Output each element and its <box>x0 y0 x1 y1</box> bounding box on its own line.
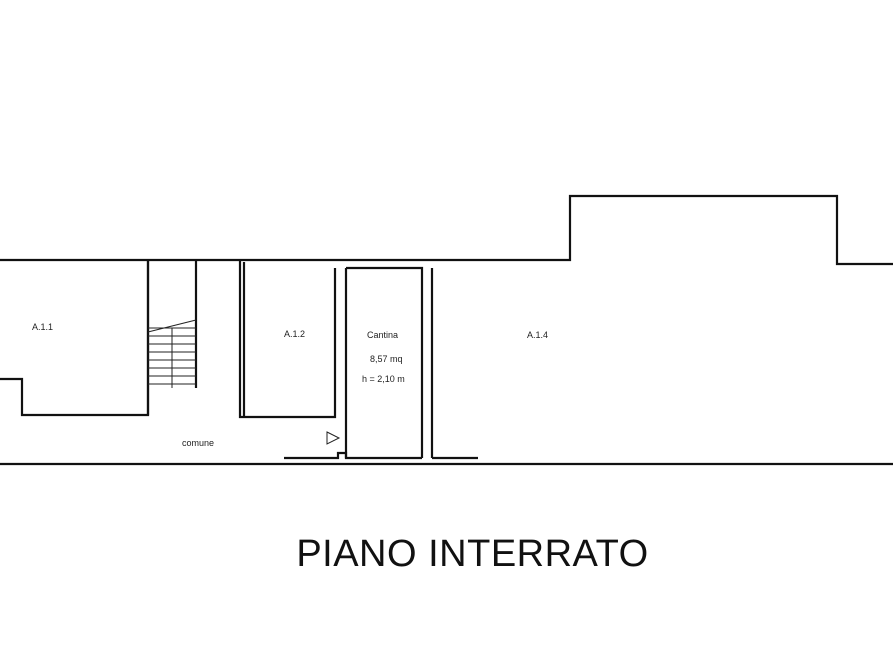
common-area-label: comune <box>182 438 214 448</box>
staircase <box>146 260 198 415</box>
room-label-a11: A.1.1 <box>32 322 53 332</box>
cantina-height: h = 2,10 m <box>362 374 405 384</box>
door-arrow <box>326 431 341 445</box>
outer-wall <box>0 194 893 266</box>
plan-title: PIANO INTERRATO <box>296 533 649 575</box>
cantina-wall <box>344 266 434 458</box>
cantina-area: 8,57 mq <box>370 354 403 364</box>
room-a11-wall <box>0 260 150 417</box>
cantina-door-wall <box>284 451 422 460</box>
room-label-a14: A.1.4 <box>527 330 548 340</box>
room-label-a12: A.1.2 <box>284 329 305 339</box>
room-label-cantina: Cantina <box>367 330 398 340</box>
room-a12-wall <box>238 260 337 419</box>
